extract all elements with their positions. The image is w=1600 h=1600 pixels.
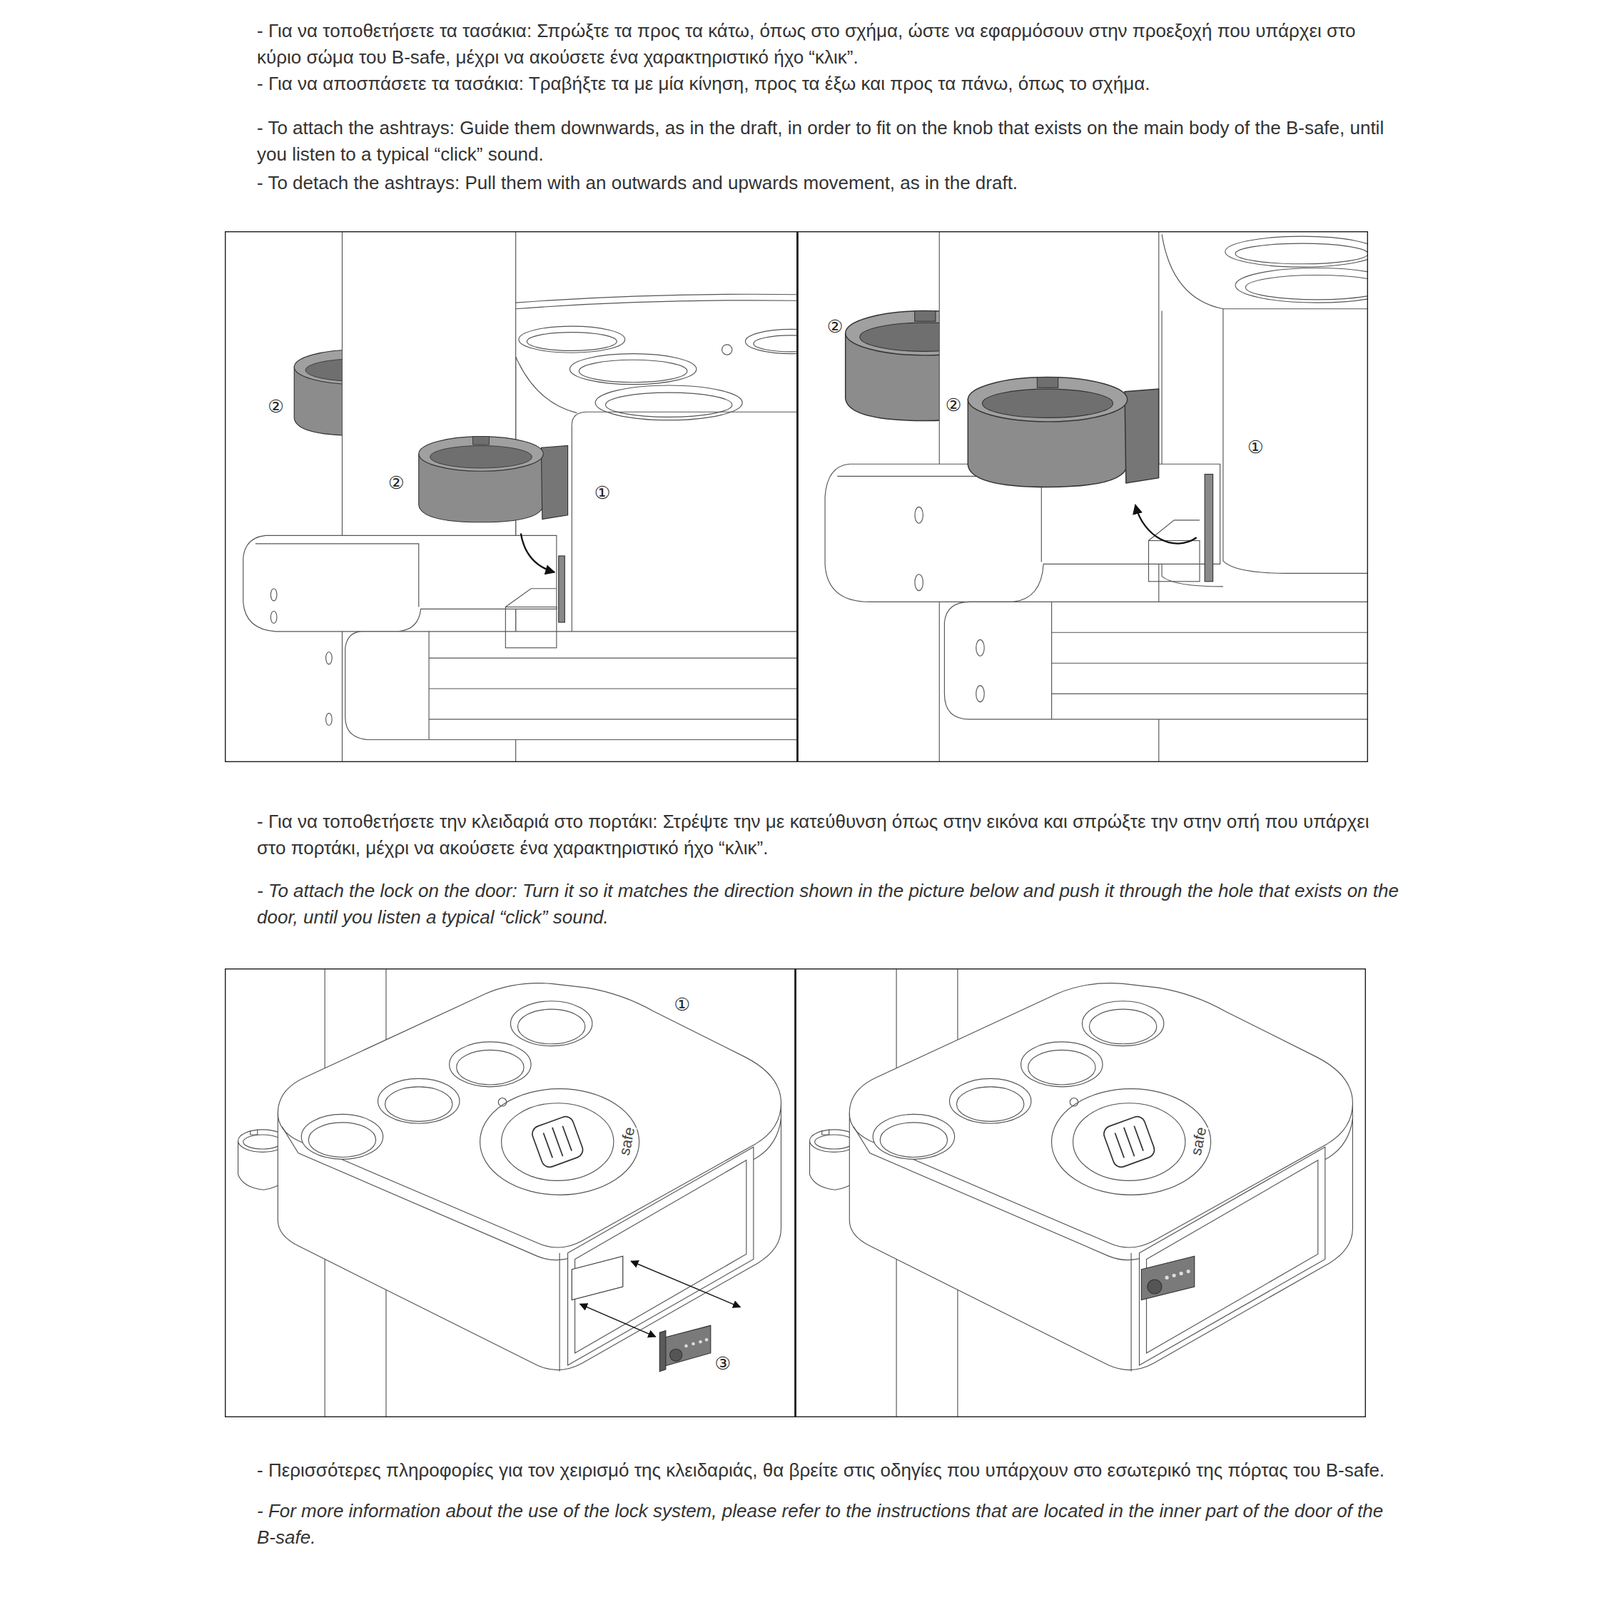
lock-illustration: [224, 968, 1366, 1418]
callout-number: ①: [593, 483, 611, 502]
lock-before-panel: [670, 1348, 683, 1361]
attach-panel: [518, 326, 626, 353]
attach-panel: [428, 657, 798, 720]
detach-panel: [976, 639, 985, 656]
callout-number: ②: [387, 473, 405, 491]
page: - Για να τοποθετήσετε τα τασάκια: Σπρώξτ…: [0, 17, 1600, 1551]
attach-panel: [243, 535, 557, 631]
attach-panel: [270, 588, 277, 601]
instruction-text: - To detach the ashtrays: Pull them with…: [256, 169, 1399, 197]
callout-number: ②: [944, 396, 962, 414]
text-section: - Περισσότερες πληροφορίες για τον χειρι…: [256, 1457, 1399, 1551]
attach-panel: [505, 588, 557, 608]
instruction-text: - To attach the ashtrays: Guide them dow…: [256, 114, 1399, 168]
attach-panel: [520, 533, 555, 573]
attach-panel: [418, 436, 569, 523]
attach-panel: [505, 607, 557, 648]
detach-panel: [1222, 309, 1224, 561]
detach-panel: [1161, 234, 1369, 309]
attach-panel: [595, 385, 743, 421]
figure-row: ② ② ① ② ② ①: [224, 231, 1369, 763]
attach-panel: [243, 231, 798, 763]
detach-panel: [1135, 504, 1197, 544]
attach-panel: [558, 555, 566, 623]
lock-before-panel: [571, 1256, 624, 1300]
instruction-text: - Περισσότερες πληροφορίες για τον χειρι…: [256, 1457, 1399, 1484]
text-section: - Για να τοποθετήσετε την κλειδαριά στο …: [256, 808, 1399, 931]
attach-panel: [745, 328, 798, 354]
instruction-text: - To attach the lock on the door: Turn i…: [256, 877, 1399, 931]
attach-panel: [526, 332, 617, 352]
attach-panel: [605, 392, 733, 417]
detach-panel: [1148, 540, 1200, 582]
lock-before-panel: [691, 1342, 696, 1346]
detach-panel: [976, 685, 985, 703]
detach-panel: [1225, 236, 1369, 267]
lock-before-panel: [684, 1344, 688, 1349]
attach-panel: [578, 359, 688, 382]
lock-after-panel: [1141, 1256, 1194, 1300]
detach-panel: [914, 574, 923, 591]
detach-panel: [1223, 560, 1369, 574]
ashtray-illustration: [224, 231, 1369, 763]
detach-panel: [944, 601, 1369, 720]
lock-before-panel: [705, 1338, 709, 1342]
detach-panel: [914, 506, 923, 524]
detach-panel: [1245, 275, 1369, 300]
detach-panel: [1204, 474, 1213, 582]
attach-panel: [571, 411, 798, 426]
attach-panel: [345, 631, 798, 741]
attach-panel: [753, 335, 798, 352]
callout-number: ③: [714, 1354, 732, 1373]
instruction-text: - Για να τοποθετήσετε τα τασάκια: Σπρώξτ…: [256, 17, 1399, 71]
panel-frame: [796, 231, 799, 763]
detach-panel: [967, 377, 1159, 488]
detach-panel: [1051, 601, 1369, 720]
text-section: - Για να τοποθετήσετε τα τασάκια: Σπρώξτ…: [256, 17, 1399, 197]
lock-before-panel: [659, 1330, 666, 1371]
attach-panel: [428, 631, 429, 741]
detach-panel: [837, 476, 1042, 562]
instruction-text: - For more information about the use of …: [256, 1497, 1399, 1551]
panel-frame: [224, 968, 1366, 1418]
lock-before-panel: [580, 1303, 656, 1337]
panel-frame: [794, 968, 797, 1418]
lock-before-panel: [663, 1325, 711, 1366]
attach-panel: [270, 610, 277, 624]
detach-panel: [1235, 243, 1369, 265]
attach-panel: [515, 300, 798, 310]
lock-after-panel: [1172, 1273, 1177, 1278]
instruction-text: - Για να αποσπάσετε τα τασάκια: Τραβήξτε…: [256, 70, 1399, 98]
lock-after-panel: [1186, 1269, 1191, 1274]
lock-after-panel: [809, 983, 1354, 1372]
attach-panel: [569, 353, 696, 385]
lock-after-panel: [809, 968, 1354, 1418]
panel-frame: [224, 231, 1369, 763]
attach-panel: [255, 543, 419, 608]
callout-number: ①: [1246, 437, 1264, 456]
detach-panel: [824, 231, 1369, 763]
detach-panel: [1235, 268, 1369, 304]
attach-panel: [326, 651, 333, 664]
lock-before-panel: [630, 1261, 741, 1307]
figure-row: ①safe③safe: [224, 968, 1369, 1418]
lock-before-panel: [238, 968, 782, 1418]
attach-panel: [515, 356, 578, 414]
callout-number: ②: [266, 396, 285, 415]
attach-panel: [722, 344, 733, 355]
attach-panel: [326, 712, 333, 726]
lock-before-panel: [698, 1340, 703, 1344]
lock-after-panel: [1165, 1276, 1169, 1280]
callout-number: ②: [826, 317, 844, 336]
lock-before-panel: [238, 983, 782, 1372]
attach-panel: [571, 425, 573, 633]
lock-after-panel: [1179, 1271, 1184, 1276]
lock-after-panel: [1147, 1279, 1162, 1294]
instruction-text: - Για να τοποθετήσετε την κλειδαριά στο …: [256, 808, 1399, 862]
callout-number: ①: [672, 995, 691, 1014]
